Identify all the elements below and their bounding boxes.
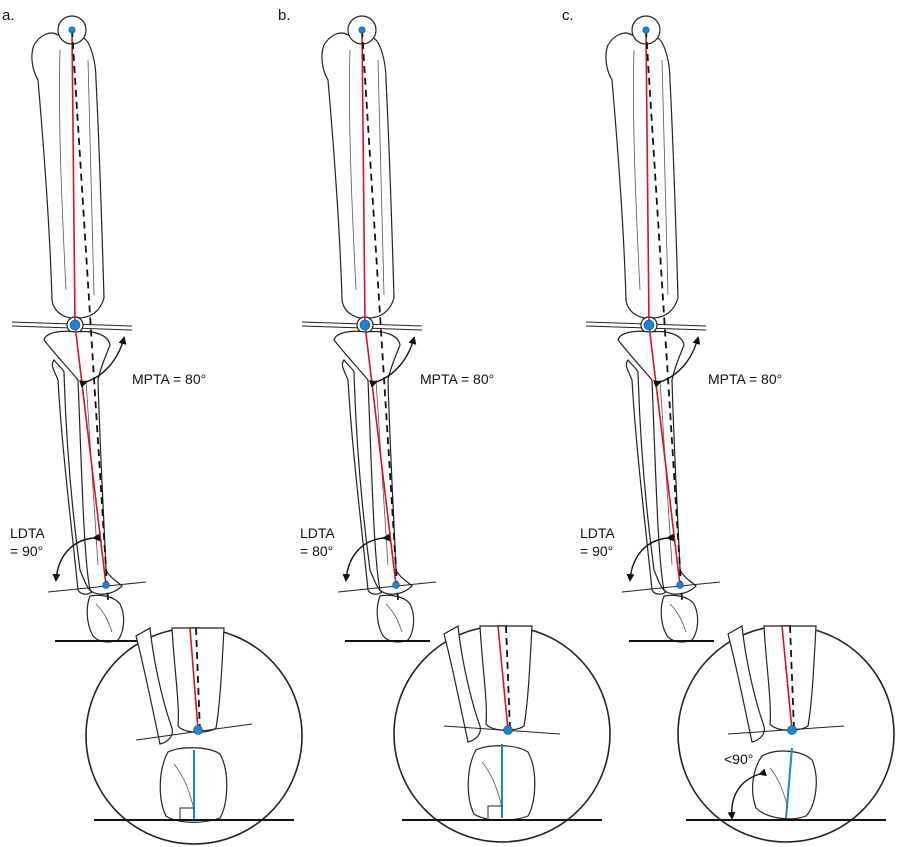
mpta-label-a: MPTA = 80° <box>132 371 206 387</box>
mpta-label-c: MPTA = 80° <box>708 371 782 387</box>
inset-c: <90° <box>677 625 895 843</box>
ldta-label-a-top: LDTA <box>10 525 45 541</box>
ldta-label-b-bottom: = 80° <box>300 543 333 559</box>
inset-b <box>393 625 611 843</box>
ldta-label-a-bottom: = 90° <box>10 543 43 559</box>
panel-c: c. MPTA = 80° LDTA = 90° <90° <box>562 7 895 843</box>
ldta-label-b-top: LDTA <box>300 525 335 541</box>
mpta-label-b: MPTA = 80° <box>420 371 494 387</box>
ldta-label-c-top: LDTA <box>580 525 615 541</box>
inset-angle-label-c: <90° <box>724 751 753 767</box>
panel-label-a: a. <box>2 7 15 24</box>
panel-b: b. MPTA = 80° LDTA = 80° <box>278 7 611 843</box>
ldta-label-c-bottom: = 90° <box>580 543 613 559</box>
panel-a: a. MPTA = 80° LDTA = 90° <box>2 7 303 845</box>
panel-label-b: b. <box>278 7 291 24</box>
panel-label-c: c. <box>562 7 574 24</box>
inset-a <box>85 627 303 845</box>
